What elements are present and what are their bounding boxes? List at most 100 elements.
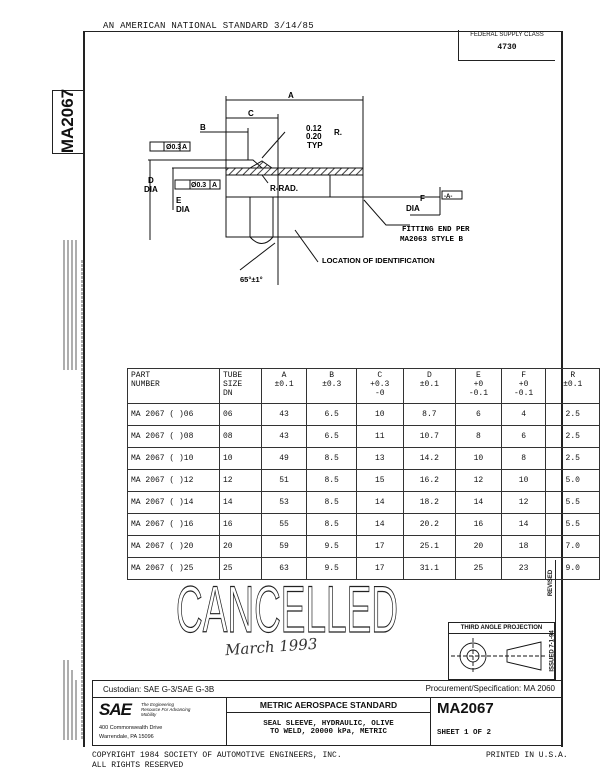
table-cell: 14 (219, 491, 262, 514)
procurement-spec: Procurement/Specification: MA 2060 (425, 684, 555, 693)
table-cell: 10 (500, 469, 547, 492)
column-header-line: NUMBER (131, 380, 160, 389)
tolerance-1: Ø0.3 (166, 144, 181, 151)
dim-e-dia: DIA (176, 205, 190, 214)
table-cell: 8.5 (306, 447, 357, 470)
table-cell: 6 (455, 403, 502, 426)
federal-supply-class: FEDERAL SUPPLY CLASS 4730 (458, 30, 555, 61)
dim-b-label: B (200, 123, 206, 132)
table-cell: 06 (219, 403, 262, 426)
column-header: D±0.1 (402, 368, 457, 404)
column-header-line: PART (131, 371, 151, 380)
table-cell: 8.5 (306, 491, 357, 514)
table-cell: 10 (219, 447, 262, 470)
radius-r: R. (334, 128, 342, 137)
table-cell: 20 (455, 535, 502, 558)
table-cell: 8.7 (402, 403, 457, 426)
table-cell: 12 (455, 469, 502, 492)
location-note: LOCATION OF IDENTIFICATION (322, 256, 435, 265)
table-cell: 9.5 (306, 557, 357, 580)
column-header-line: +0 (518, 380, 529, 389)
title-line-2: TO WELD, 20000 kPa, METRIC (269, 728, 388, 736)
datum-1: A (182, 144, 187, 151)
dim-a-label: A (288, 91, 294, 100)
table-cell: 7.0 (545, 535, 600, 558)
table-cell: 8 (500, 447, 547, 470)
table-cell: 23 (500, 557, 547, 580)
federal-supply-label: FEDERAL SUPPLY CLASS (470, 32, 544, 38)
copyright: COPYRIGHT 1984 SOCIETY OF AUTOMOTIVE ENG… (92, 751, 342, 771)
table-cell: 5.5 (545, 491, 600, 514)
table-cell: 20 (219, 535, 262, 558)
column-header-line: ±0.3 (322, 380, 342, 389)
table-cell: 14 (355, 513, 404, 536)
table-cell: 5.5 (545, 513, 600, 536)
column-header: E+0-0.1 (455, 368, 502, 404)
datum-2: A (212, 182, 217, 189)
table-cell: MA 2067 ( )16 (127, 513, 220, 536)
table-cell: 10 (455, 447, 502, 470)
sae-logo: SAE (99, 700, 132, 719)
angle-label: 65°±1° (240, 275, 263, 284)
sheet-number: SHEET 1 OF 2 (437, 729, 492, 737)
printed-in: PRINTED IN U.S.A. (486, 751, 568, 760)
table-cell: 08 (219, 425, 262, 448)
table-cell: 11 (355, 425, 404, 448)
table-cell: 15 (355, 469, 404, 492)
table-cell: 16.2 (402, 469, 457, 492)
projection-symbol-icon (451, 638, 547, 674)
r-rad-label: R-RAD. (270, 184, 298, 193)
table-cell: 8.5 (306, 469, 357, 492)
table-cell: 25 (219, 557, 262, 580)
federal-supply-value: 4730 (497, 43, 517, 52)
dim-c-label: C (248, 109, 254, 118)
projection-title: THIRD ANGLE PROJECTION (449, 623, 554, 634)
table-cell: 31.1 (402, 557, 457, 580)
column-header-line: ±0.1 (563, 380, 583, 389)
column-header-line: B (329, 371, 335, 380)
column-header-line: TUBE (223, 371, 243, 380)
table-cell: MA 2067 ( )20 (127, 535, 220, 558)
radius-1: 0.12 (306, 124, 322, 133)
table-cell: MA 2067 ( )14 (127, 491, 220, 514)
table-cell: 14 (455, 491, 502, 514)
table-cell: 18.2 (402, 491, 457, 514)
table-cell: 49 (260, 447, 308, 470)
table-cell: 2.5 (545, 447, 600, 470)
table-cell: 16 (455, 513, 502, 536)
column-header-line: -0.1 (514, 389, 534, 398)
table-cell: 63 (260, 557, 308, 580)
table-cell: 59 (260, 535, 308, 558)
column-header-line: +0 (473, 380, 484, 389)
table-cell: 8 (455, 425, 502, 448)
number-cell: MA2067 SHEET 1 OF 2 (431, 698, 564, 745)
column-header-line: +0.3 (370, 380, 390, 389)
table-cell: MA 2067 ( )06 (127, 403, 220, 426)
column-header-line: DN (223, 389, 233, 398)
table-cell: 10 (355, 403, 404, 426)
table-cell: 18 (500, 535, 547, 558)
address-line-2: Warrendale, PA 15096 (99, 734, 154, 740)
column-header: A±0.1 (260, 368, 308, 404)
table-cell: 17 (355, 535, 404, 558)
table-cell: MA 2067 ( )12 (127, 469, 220, 492)
datum-a: -A- (444, 194, 452, 200)
copyright-text: COPYRIGHT 1984 SOCIETY OF AUTOMOTIVE ENG… (92, 751, 342, 760)
radius-2: 0.20 (306, 132, 322, 141)
table-cell: 12 (500, 491, 547, 514)
dim-f-label: F (420, 194, 425, 203)
table-cell: 14 (355, 491, 404, 514)
table-cell: MA 2067 ( )10 (127, 447, 220, 470)
table-cell: 43 (260, 403, 308, 426)
table-cell: 10.7 (402, 425, 457, 448)
title-block: SAE The Engineering Resource For Advanci… (92, 698, 563, 746)
table-cell: 17 (355, 557, 404, 580)
